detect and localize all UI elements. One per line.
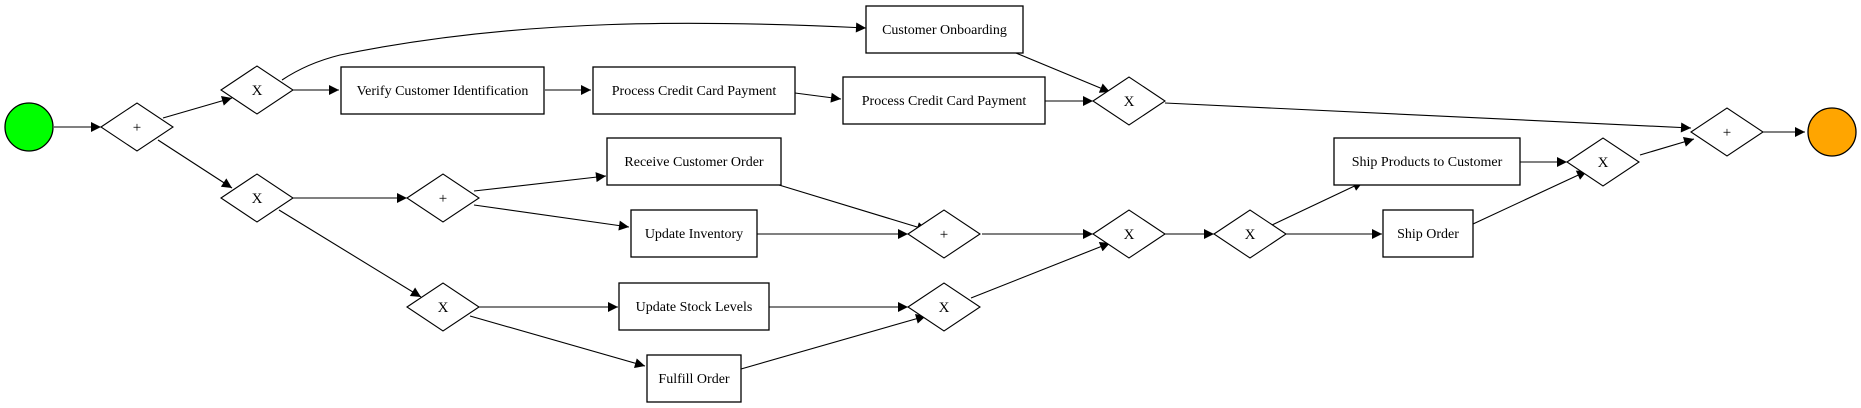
- gateway-merge-top-symbol: X: [1124, 94, 1135, 110]
- task-verify-id-label: Verify Customer Identification: [357, 84, 529, 99]
- task-fulfill-order-label: Fulfill Order: [658, 372, 729, 387]
- gateway-xor-low-symbol: X: [438, 300, 449, 316]
- task-ship-order-label: Ship Order: [1397, 227, 1459, 242]
- gateway-final-join: +: [1690, 107, 1764, 157]
- edge-split-to-xor-mid: [157, 139, 233, 189]
- gateway-xor-ship-join-symbol: X: [1598, 155, 1609, 171]
- gateway-xor-join-mid-symbol: X: [1124, 227, 1135, 243]
- gateway-xor-join-low-symbol: X: [939, 300, 950, 316]
- gateway-split-symbol: +: [133, 120, 141, 136]
- gateway-xor-ship-symbol: X: [1245, 227, 1256, 243]
- end-event: [1807, 107, 1857, 157]
- task-customer-onboarding: Customer Onboarding: [865, 5, 1024, 54]
- task-process-cc-2: Process Credit Card Payment: [842, 76, 1046, 125]
- task-update-inventory: Update Inventory: [630, 209, 758, 258]
- edge-onboarding-to-merge: [1015, 52, 1111, 93]
- task-ship-order: Ship Order: [1382, 209, 1474, 258]
- gateway-and-join-symbol: +: [940, 227, 948, 243]
- gateway-xor-join-low: X: [907, 282, 981, 332]
- task-update-stock: Update Stock Levels: [618, 282, 770, 331]
- start-event: [4, 102, 54, 152]
- edge-and-mid-to-inventory: [473, 204, 630, 231]
- edges: [54, 22, 1805, 370]
- edge-ship-order-to-join: [1472, 170, 1588, 225]
- task-process-cc-2-label: Process Credit Card Payment: [862, 94, 1027, 109]
- task-update-stock-label: Update Stock Levels: [636, 300, 753, 315]
- gateway-xor-ship-join: X: [1566, 137, 1640, 187]
- task-fulfill-order: Fulfill Order: [646, 354, 742, 403]
- gateway-and-mid-symbol: +: [439, 191, 447, 207]
- edge-split-to-xor-top: [162, 95, 233, 119]
- task-receive-order-label: Receive Customer Order: [624, 155, 764, 170]
- task-customer-onboarding-label: Customer Onboarding: [882, 23, 1007, 38]
- edge-xor-top-to-onboarding: [281, 22, 867, 81]
- gateway-and-mid: +: [406, 173, 480, 223]
- gateway-xor-top: X: [220, 65, 294, 115]
- gateway-and-join: +: [907, 209, 981, 259]
- task-verify-id: Verify Customer Identification: [340, 66, 545, 115]
- gateway-xor-top-symbol: X: [252, 83, 263, 99]
- edge-cc1-to-cc2: [794, 92, 842, 103]
- edge-fulfill-to-xor-join-low: [740, 313, 927, 370]
- task-process-cc-1: Process Credit Card Payment: [592, 66, 796, 115]
- gateway-split: +: [100, 102, 174, 152]
- edge-ship-join-to-final-join: [1639, 137, 1695, 156]
- task-update-inventory-label: Update Inventory: [645, 227, 743, 242]
- edge-receive-to-and-join: [778, 184, 928, 232]
- gateway-merge-top: X: [1092, 76, 1166, 126]
- gateway-xor-mid: X: [220, 173, 294, 223]
- gateway-final-join-symbol: +: [1723, 125, 1731, 141]
- edge-xor-mid-to-xor-low: [278, 209, 422, 298]
- gateway-xor-join-mid: X: [1092, 209, 1166, 259]
- edge-and-mid-to-receive: [473, 172, 607, 192]
- gateway-xor-low: X: [406, 282, 480, 332]
- gateway-xor-mid-symbol: X: [252, 191, 263, 207]
- edge-xor-join-low-to-xor-join-mid: [970, 242, 1111, 299]
- edge-merge-to-final-join: [1164, 102, 1692, 133]
- edge-xor-ship-to-ship-products: [1271, 181, 1364, 226]
- task-ship-products-label: Ship Products to Customer: [1352, 155, 1503, 170]
- task-process-cc-1-label: Process Credit Card Payment: [612, 84, 777, 99]
- gateway-xor-ship: X: [1213, 209, 1287, 259]
- task-ship-products: Ship Products to Customer: [1333, 137, 1521, 186]
- task-receive-order: Receive Customer Order: [606, 137, 782, 186]
- edge-xor-low-to-fulfill: [469, 315, 646, 369]
